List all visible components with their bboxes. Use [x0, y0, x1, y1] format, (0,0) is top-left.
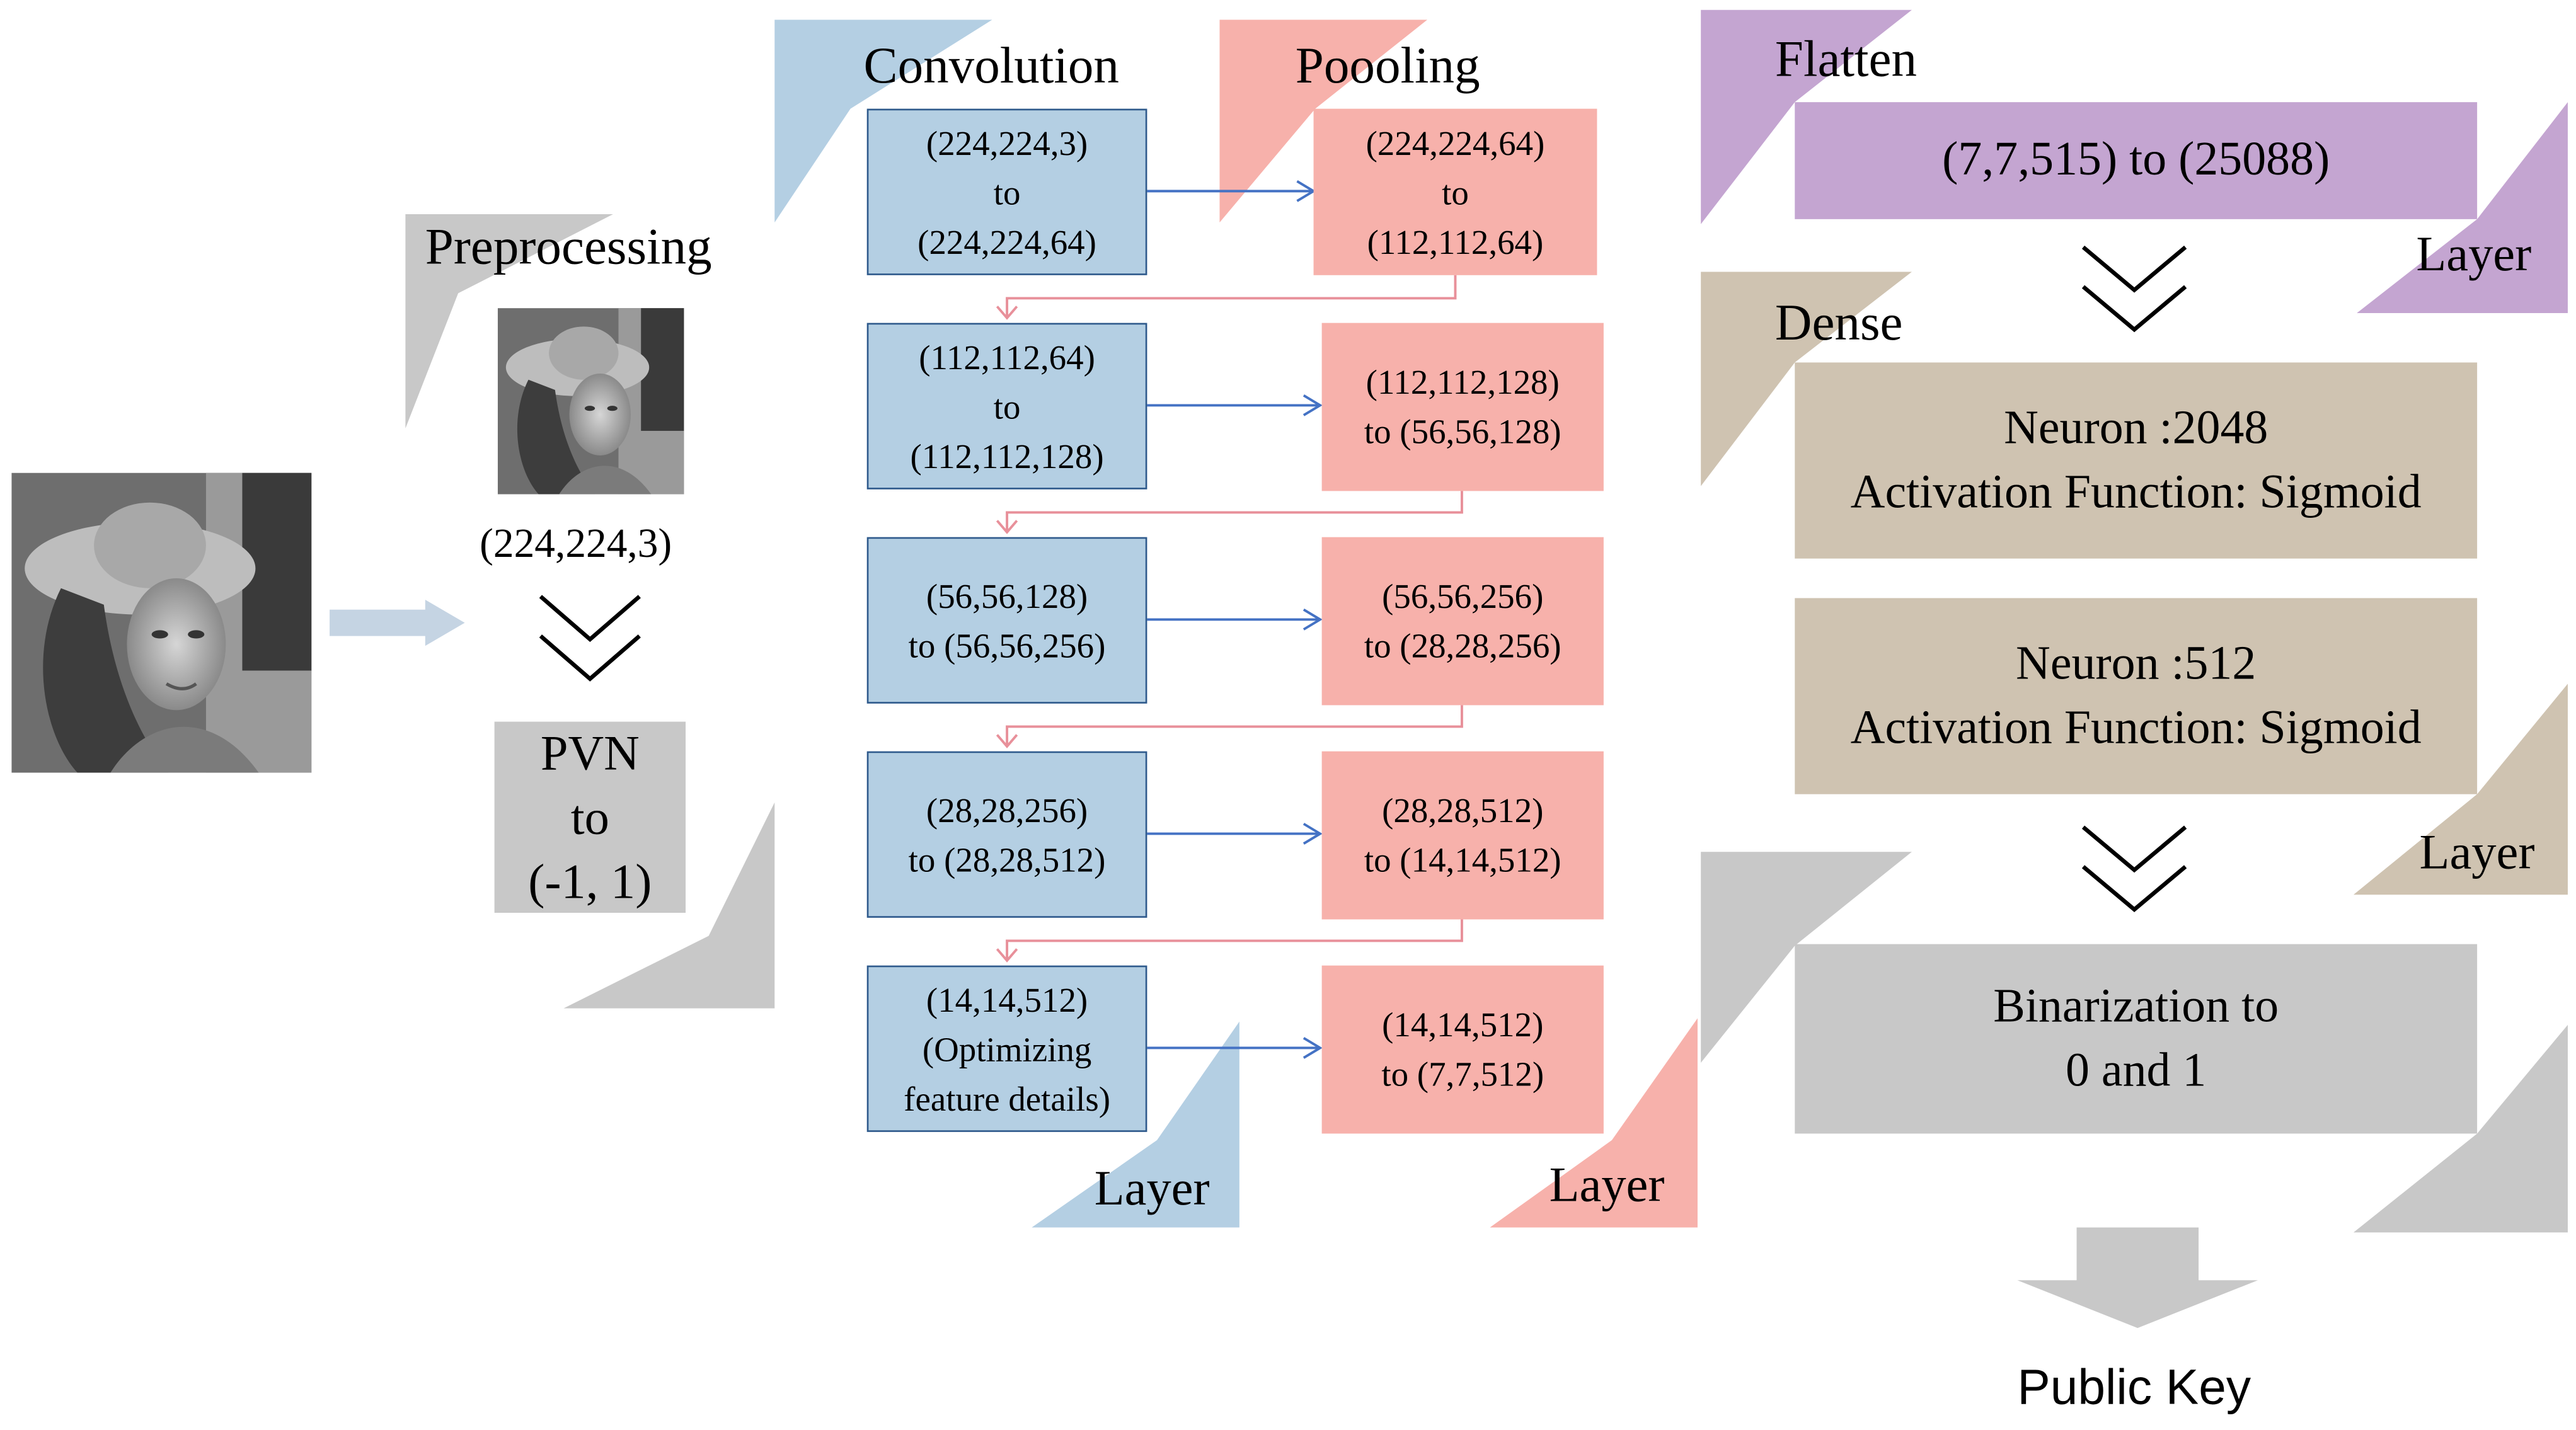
flatten-box: (7,7,515) to (25088): [1795, 102, 2478, 219]
pooling-title: Poooling: [1295, 36, 1480, 94]
preprocessing-title: Preprocessing: [425, 217, 712, 275]
pool-box-4-line-2: to (14,14,512): [1364, 840, 1561, 880]
preprocessed-image: [497, 308, 684, 495]
pool-box-1-line-3: (112,112,64): [1367, 221, 1544, 261]
conv-box-1: (224,224,3) to (224,224,64): [866, 108, 1147, 275]
pool-box-5-line-2: to (7,7,512): [1381, 1054, 1544, 1094]
pool-box-1-line-1: (224,224,64): [1366, 122, 1545, 163]
dense-neuron-box-2: Neuron :512 Activation Function: Sigmoid: [1795, 598, 2478, 794]
conv-box-1-line-3: (224,224,64): [917, 221, 1096, 261]
pool-box-1-line-2: to: [1442, 172, 1469, 212]
pool-box-4: (28,28,512) to (14,14,512): [1321, 751, 1604, 920]
pool-box-2-line-1: (112,112,128): [1366, 362, 1560, 403]
conv-box-2: (112,112,64) to (112,112,128): [866, 323, 1147, 489]
dense-neuron-1-count: Neuron :2048: [2004, 401, 2268, 454]
pooling-layer-label: Layer: [1549, 1158, 1665, 1213]
preprocessing-corner-bottom-right: [563, 802, 775, 1009]
conv-box-5-line-3: feature details): [904, 1078, 1110, 1118]
dense-corner-bottom-right: [2353, 684, 2568, 895]
binarization-line-1: Binarization to: [1993, 979, 2279, 1032]
dense-neuron-2-activation: Activation Function: Sigmoid: [1850, 701, 2422, 754]
conv-box-4-line-1: (28,28,256): [926, 790, 1088, 830]
preprocessing-chevrons: [539, 595, 641, 682]
flatten-corner-bottom-right: [2357, 102, 2568, 313]
convolution-title: Convolution: [863, 36, 1119, 94]
convolution-layer-label: Layer: [1094, 1161, 1210, 1216]
conv-box-3: (56,56,128) to (56,56,256): [866, 537, 1147, 704]
dense-neuron-1-activation: Activation Function: Sigmoid: [1850, 465, 2422, 518]
dense-title: Dense: [1774, 293, 1903, 352]
pvn-box: PVN to (-1, 1): [494, 721, 686, 913]
pool-box-3-line-1: (56,56,256): [1382, 576, 1544, 617]
conv-box-1-line-1: (224,224,3): [926, 122, 1088, 163]
pool-box-2: (112,112,128) to (56,56,128): [1321, 323, 1604, 491]
conv-box-1-line-2: to: [993, 172, 1021, 212]
output-arrow: [2017, 1227, 2258, 1329]
dense-layer-label: Layer: [2419, 825, 2535, 880]
pool-box-1: (224,224,64) to (112,112,64): [1313, 108, 1597, 275]
dense-neuron-2-count: Neuron :512: [2016, 636, 2257, 690]
pvn-line-2: to: [570, 790, 609, 845]
convolution-corner-bottom-right: [1032, 1021, 1239, 1228]
conv-to-pool-arrows: [1147, 180, 1323, 1059]
binarization-corner-top-left: [1701, 852, 1912, 1063]
flatten-corner-top-left: [1701, 9, 1912, 224]
pooling-corner-top-left: [1219, 20, 1428, 223]
binarization-box: Binarization to 0 and 1: [1795, 944, 2478, 1134]
flatten-layer-label: Layer: [2416, 227, 2532, 282]
input-arrow: [330, 600, 465, 646]
convolution-corner-top-left: [774, 20, 992, 223]
binarization-line-2: 0 and 1: [2066, 1043, 2207, 1097]
pool-box-4-line-1: (28,28,512): [1382, 791, 1544, 831]
input-image: [11, 472, 312, 773]
conv-box-3-line-2: to (56,56,256): [908, 625, 1106, 665]
dense-corner-top-left: [1701, 272, 1912, 486]
conv-box-2-line-2: to: [993, 386, 1021, 426]
preprocessing-size: (224,224,3): [480, 522, 672, 567]
flatten-chevrons: [2081, 245, 2187, 333]
conv-box-2-line-1: (112,112,64): [919, 336, 1095, 377]
binarization-corner-bottom-right: [2353, 1024, 2568, 1233]
conv-box-3-line-1: (56,56,128): [926, 576, 1088, 615]
flatten-title: Flatten: [1774, 30, 1918, 88]
pvn-line-3: (-1, 1): [528, 854, 652, 909]
conv-box-5-line-1: (14,14,512): [926, 979, 1088, 1019]
pool-box-5-line-1: (14,14,512): [1382, 1005, 1544, 1045]
conv-box-2-line-3: (112,112,128): [910, 435, 1104, 476]
conv-box-5-line-2: (Optimizing: [922, 1029, 1092, 1069]
pool-box-5: (14,14,512) to (7,7,512): [1321, 965, 1604, 1134]
dense-chevrons: [2081, 825, 2187, 913]
pool-box-3: (56,56,256) to (28,28,256): [1321, 537, 1604, 706]
conv-box-4: (28,28,256) to (28,28,512): [866, 751, 1147, 918]
conv-box-5: (14,14,512) (Optimizing feature details): [866, 965, 1147, 1132]
pvn-line-1: PVN: [540, 726, 640, 781]
pool-box-3-line-2: to (28,28,256): [1364, 626, 1561, 666]
public-key-label: Public Key: [2017, 1361, 2251, 1416]
pooling-corner-bottom-right: [1490, 1018, 1698, 1228]
dense-neuron-box-1: Neuron :2048 Activation Function: Sigmoi…: [1795, 362, 2478, 559]
conv-box-4-line-2: to (28,28,512): [908, 839, 1106, 879]
preprocessing-corner-top-left: [405, 214, 613, 429]
pool-box-2-line-2: to (56,56,128): [1364, 411, 1561, 452]
pool-to-conv-arrows: [996, 275, 1463, 963]
flatten-text: (7,7,515) to (25088): [1942, 133, 2330, 186]
